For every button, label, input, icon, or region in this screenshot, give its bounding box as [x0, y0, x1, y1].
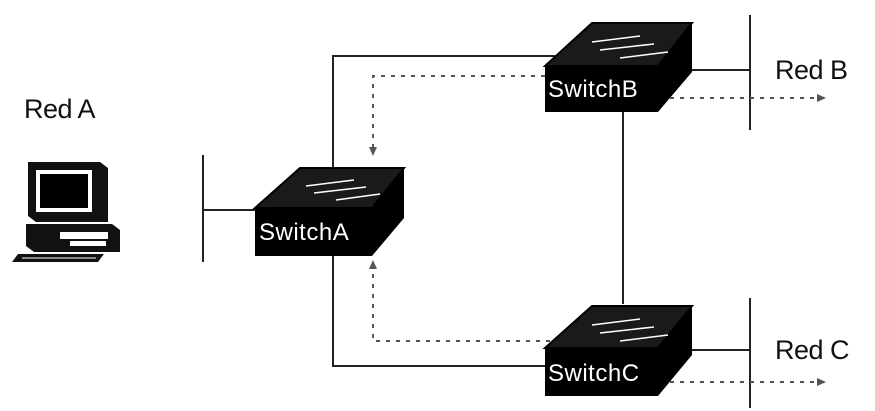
switch-icon: [252, 167, 407, 256]
computer-icon: [12, 162, 120, 262]
switch-c: SwitchC: [542, 305, 695, 396]
switch-a-label: SwitchA: [259, 219, 349, 246]
network-label-red-a: Red A: [24, 94, 96, 124]
switch-icon: [542, 22, 695, 112]
flow-switch-c-to-switch-a: [369, 260, 550, 342]
switch-icon: [542, 305, 695, 396]
network-label-red-c: Red C: [775, 335, 850, 365]
link-switch-a-switch-c: [332, 255, 552, 367]
switch-c-label: SwitchC: [548, 360, 640, 387]
flow-switch-b-to-switch-a: [369, 75, 545, 156]
switch-b-label: SwitchB: [548, 76, 638, 103]
switch-a: SwitchA: [252, 167, 407, 256]
switch-b: SwitchB: [542, 22, 695, 112]
link-switch-a-switch-b: [332, 55, 555, 170]
network-label-red-b: Red B: [775, 55, 848, 85]
